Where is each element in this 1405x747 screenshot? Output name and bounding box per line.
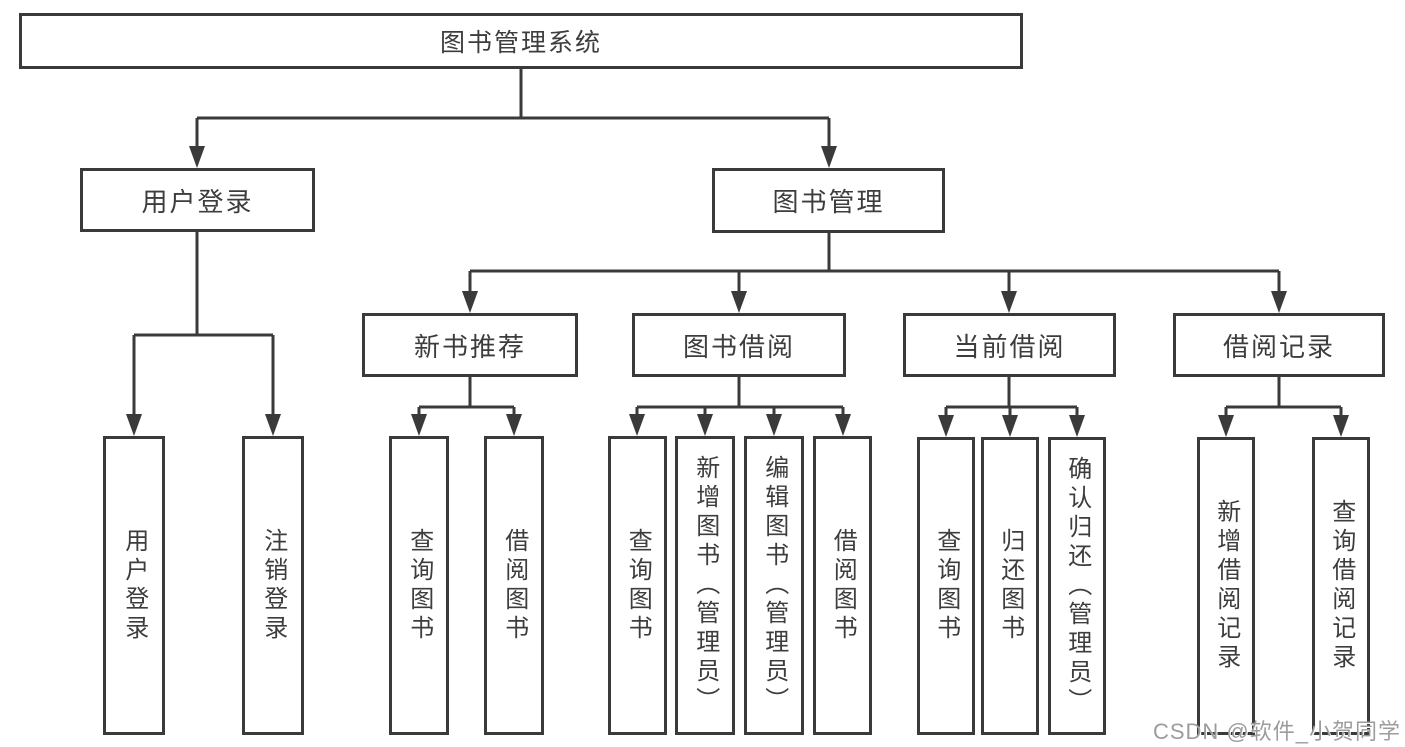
leaf-user-login: 用户登录 (103, 436, 165, 735)
leaf-borrow-books: 借阅图书 (813, 436, 872, 735)
node-new-book-recommend: 新书推荐 (362, 313, 578, 377)
node-borrow-records: 借阅记录 (1173, 313, 1385, 377)
leaf-query-books-current: 查询图书 (917, 437, 975, 735)
node-root-system: 图书管理系统 (19, 13, 1023, 69)
leaf-query-books-borrow: 查询图书 (608, 436, 667, 735)
leaf-query-borrow-record: 查询借阅记录 (1312, 437, 1370, 735)
leaf-add-borrow-record: 新增借阅记录 (1197, 437, 1255, 735)
node-current-borrow: 当前借阅 (903, 313, 1116, 377)
leaf-edit-books-admin: 编辑图书（管理员） (744, 436, 804, 735)
node-user-login: 用户登录 (80, 168, 315, 232)
leaf-add-books-admin: 新增图书（管理员） (675, 436, 735, 735)
node-book-management: 图书管理 (712, 168, 945, 233)
leaf-query-books-recommend: 查询图书 (389, 436, 449, 735)
csdn-watermark: CSDN @软件_小贺同学 (1152, 719, 1401, 744)
arrowhead-icons (126, 146, 1349, 437)
node-book-borrow: 图书借阅 (632, 313, 846, 377)
leaf-confirm-return-admin: 确认归还（管理员） (1048, 437, 1106, 735)
leaf-logout: 注销登录 (242, 436, 304, 735)
leaf-borrow-books-recommend: 借阅图书 (484, 436, 544, 735)
leaf-return-books: 归还图书 (981, 437, 1039, 735)
